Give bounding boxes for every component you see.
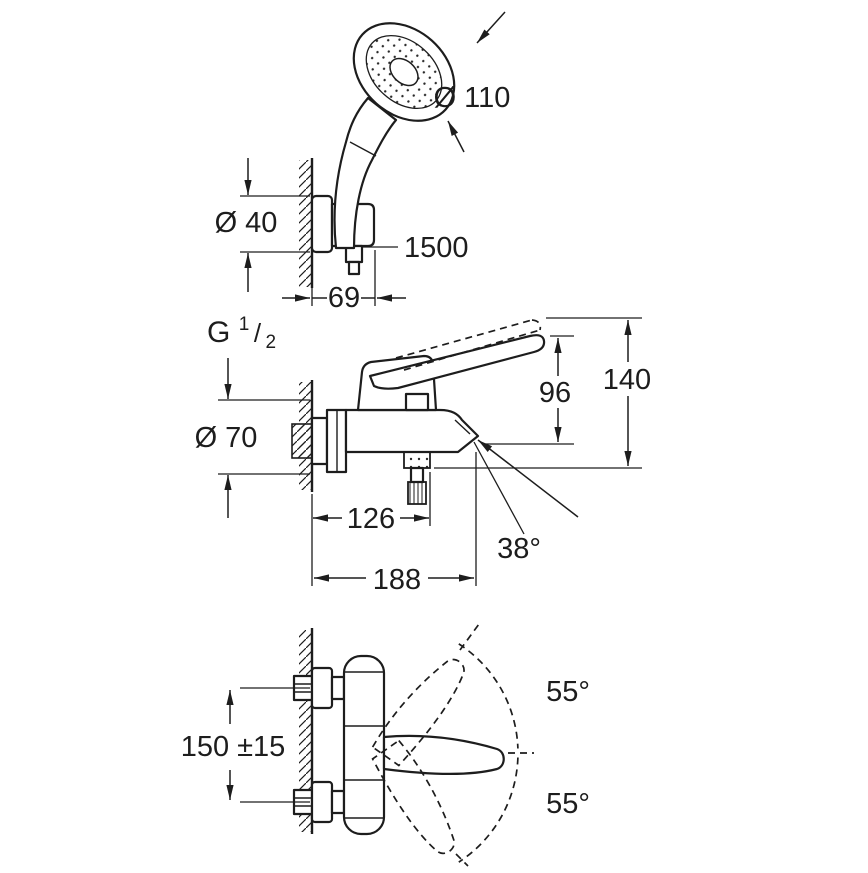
dim-overall-height: 140 — [603, 364, 651, 396]
dim-overall-depth: 188 — [373, 564, 421, 596]
lever-handle-front — [382, 734, 505, 775]
supply-escutcheon-bottom — [310, 780, 334, 824]
wall-section-top — [299, 158, 314, 288]
diverter-knob-top — [404, 392, 430, 412]
dim-hose-length: 1500 — [404, 232, 469, 264]
dim-arrow — [447, 120, 465, 153]
supply-hub-bottom — [330, 789, 346, 815]
thread-prefix: G — [207, 316, 230, 349]
dim-spout-height: 96 — [539, 377, 571, 409]
mixer-side-view — [291, 319, 546, 505]
dim-arrow — [476, 11, 506, 44]
dim-spout-angle: 38° — [497, 533, 541, 565]
lever-swing-up-dashed — [371, 658, 465, 767]
wall-hatch — [299, 160, 312, 287]
dim-wall-offset-group: 69 — [282, 250, 406, 314]
dim-overall-height-group: 140 — [434, 317, 651, 469]
label-thread-size: G 1 / 2 — [207, 314, 276, 353]
spray-face-cap — [389, 57, 419, 87]
label-lever-swing-up: 55° — [546, 676, 590, 708]
lever-raised-dashed — [395, 319, 542, 371]
thread-denominator: 2 — [266, 332, 277, 353]
dim-spout-reach: 126 — [347, 503, 395, 535]
dim-escutcheon-diameter: Ø 70 — [195, 422, 258, 454]
supply-hub-top — [330, 675, 346, 701]
swing-axis-up-dashed — [459, 623, 480, 651]
spout-outlet-line — [454, 419, 471, 435]
hand-shower — [333, 22, 456, 250]
lever-handle-side — [368, 334, 546, 390]
thread-slash: / — [254, 318, 262, 348]
label-lever-swing-down: 55° — [546, 788, 590, 820]
mixer-front-view — [292, 623, 534, 867]
mixer-body-spout — [344, 408, 480, 454]
dim-spout-height-group: 96 — [482, 335, 574, 445]
hand-shower-handle — [333, 96, 398, 250]
dim-wall-offset: 69 — [328, 282, 360, 314]
hose-length-leader-group: 1500 — [362, 232, 469, 264]
dim-overall-depth-group: 188 — [311, 452, 477, 596]
thread-numerator: 1 — [239, 314, 250, 335]
dim-escutcheon-diameter-group: Ø 70 — [195, 358, 310, 518]
dim-holder-diameter: Ø 40 — [215, 207, 278, 239]
dim-spout-angle-group: 38° — [473, 439, 579, 565]
angle-leader-arrow — [477, 439, 579, 518]
supply-escutcheon-top — [310, 666, 334, 710]
mixer-body-front — [342, 654, 386, 836]
hose-outlet-stem — [409, 466, 425, 484]
dim-spout-reach-group: 126 — [313, 472, 431, 535]
dim-supply-distance-group: 150 ±15 — [181, 687, 310, 803]
hand-shower-head — [352, 22, 456, 122]
supply-elbow — [291, 423, 313, 459]
hose-stub — [347, 260, 361, 276]
swing-arc-up — [458, 643, 519, 749]
holder-escutcheon — [310, 194, 334, 254]
angle-leader-line — [473, 441, 525, 535]
hose-outlet-knurl — [407, 481, 427, 505]
hose-outlet-bell — [403, 451, 431, 469]
swing-axis-down-dashed — [455, 853, 469, 867]
swing-arc-down — [458, 757, 519, 863]
dim-supply-distance: 150 ±15 — [181, 731, 286, 763]
handle-band-line — [349, 141, 377, 157]
lever-swing-down-dashed — [371, 739, 456, 855]
dim-holder-diameter-group: Ø 40 — [215, 158, 310, 292]
dim-head-diameter: Ø 110 — [434, 82, 511, 114]
s-union — [310, 416, 329, 466]
dim-head-diameter-group: Ø 110 — [434, 11, 511, 153]
